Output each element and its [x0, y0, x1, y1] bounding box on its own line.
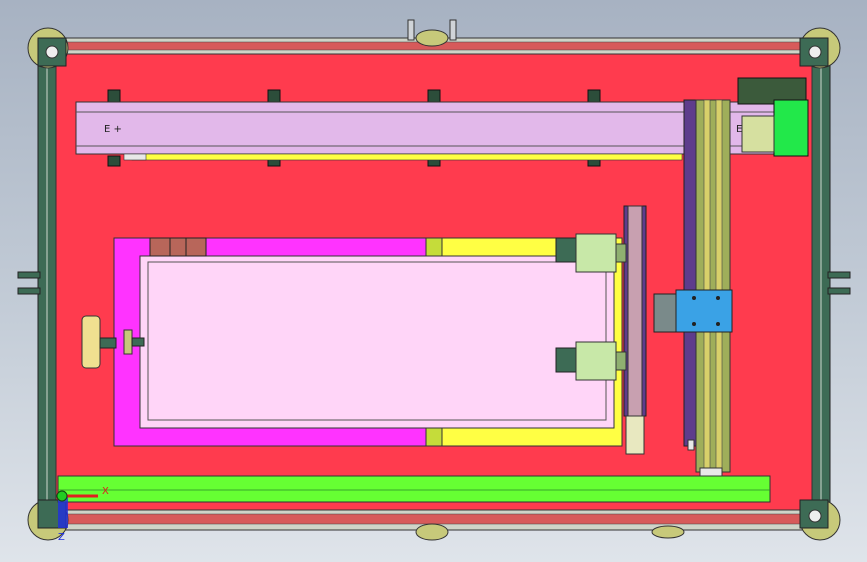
vertical-gantry-rail — [683, 99, 731, 477]
pusher-column — [623, 205, 647, 455]
corner-bracket-br — [799, 499, 841, 541]
top-linear-module: E + E + — [75, 89, 777, 167]
glass-panel — [139, 255, 615, 429]
svg-text:E +: E + — [104, 124, 122, 135]
green-motor-lower — [555, 341, 627, 381]
axis-triad: X Z — [56, 486, 109, 543]
corner-bracket-bl — [27, 499, 69, 541]
left-clamp — [81, 315, 145, 369]
bottom-guide-bar — [57, 475, 771, 503]
blue-slider-carriage — [653, 289, 733, 333]
side-pins — [17, 271, 851, 295]
linear-module-body — [75, 101, 777, 155]
frame-bottom-rail-inner — [54, 513, 816, 525]
green-motor-upper — [555, 233, 627, 273]
servo-motor-top-right — [737, 77, 809, 157]
copper-block — [149, 237, 207, 257]
axis-z-label: Z — [58, 532, 65, 543]
top-mount-pins — [407, 19, 685, 541]
corner-bracket-tl — [27, 27, 69, 69]
gantry-rail-body — [695, 99, 731, 473]
axis-x-label: X — [102, 486, 109, 497]
corner-bracket-tr — [799, 27, 841, 69]
corner-brackets — [27, 27, 841, 541]
